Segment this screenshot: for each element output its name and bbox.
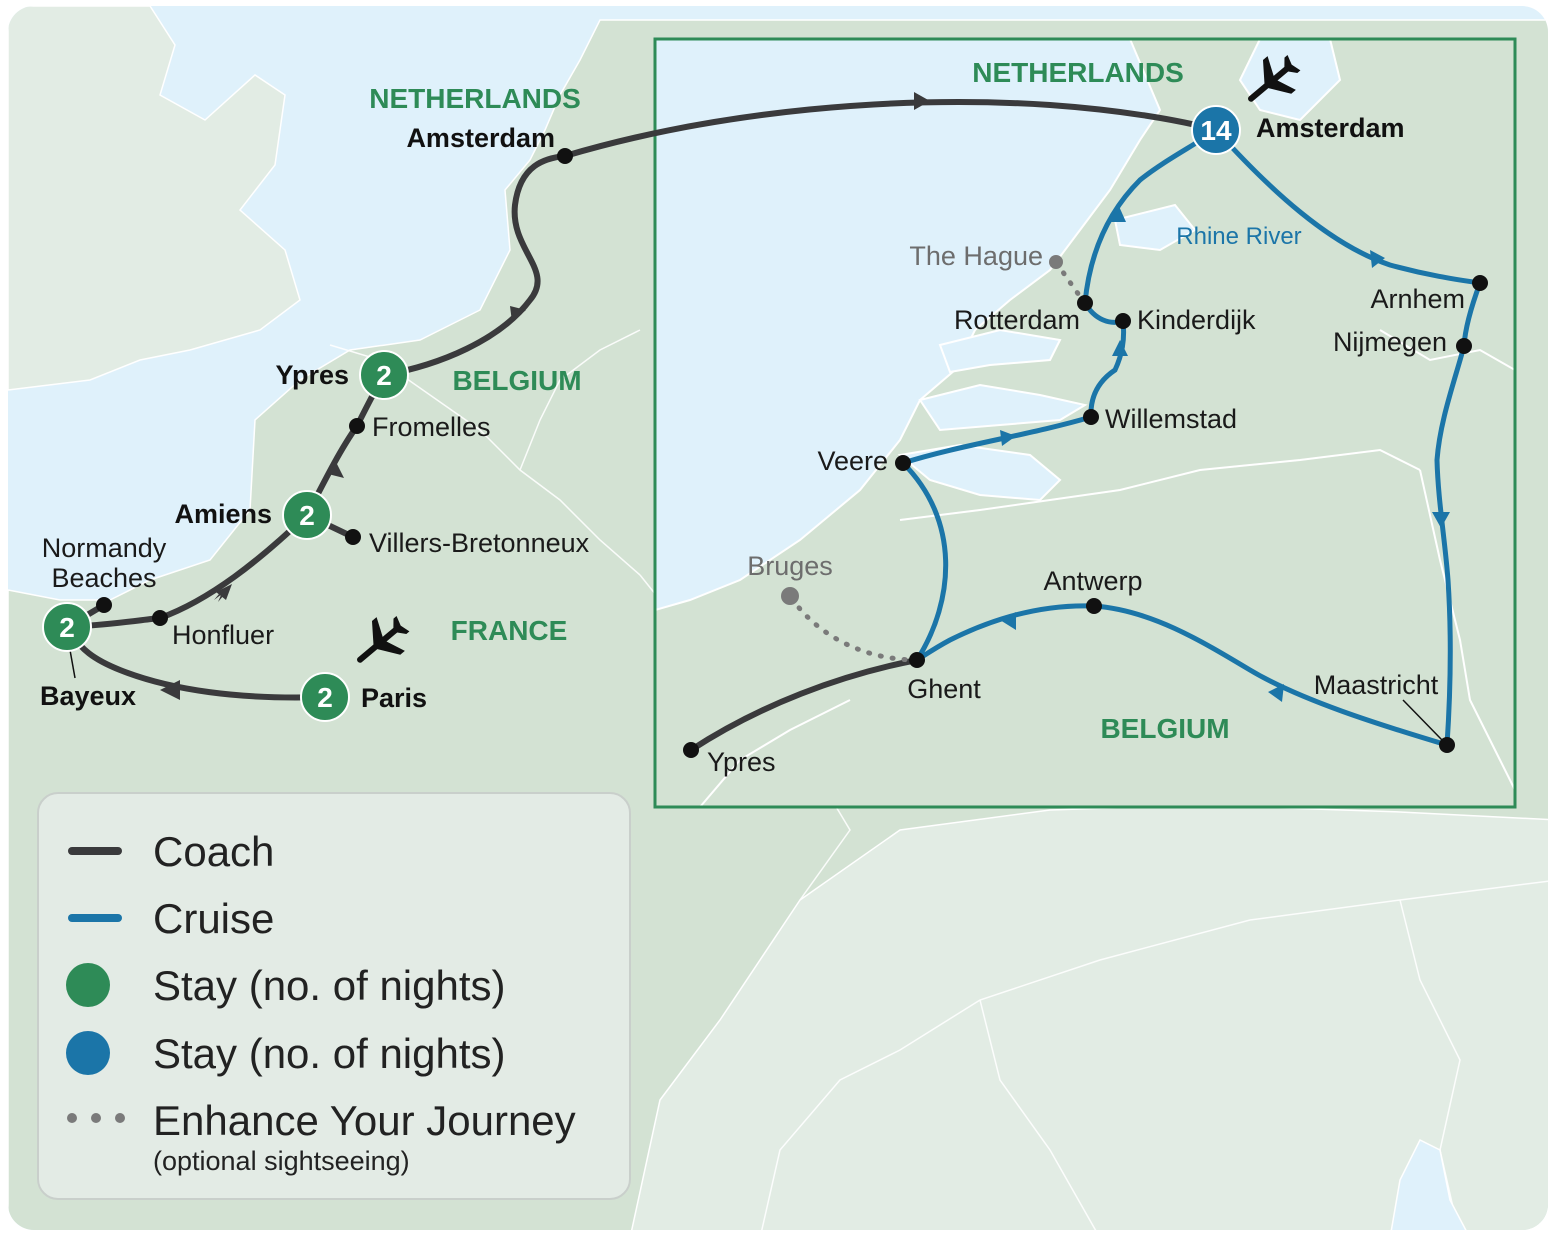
legend-sub-optional: (optional sightseeing)	[153, 1146, 410, 1176]
coach-route-ypres-amsterdam	[381, 153, 568, 378]
inset-country-label-belgium: BELGIUM	[1100, 713, 1229, 744]
inset-place-label-antwerp: Antwerp	[1043, 566, 1142, 596]
stop-dot-ypres-inset	[683, 742, 699, 758]
stay-badge-ypres: 2	[359, 350, 409, 400]
stay-badge-paris: 2	[300, 672, 350, 722]
stop-dot-honfluer	[152, 610, 168, 626]
inset-place-label-ypres: Ypres	[707, 747, 776, 777]
stop-dot-antwerp	[1086, 598, 1102, 614]
southern-europe-land	[629, 804, 1548, 1230]
stay-count: 2	[376, 360, 392, 391]
cruise-arrows	[1000, 204, 1450, 702]
stop-dot-nijmegen	[1456, 338, 1472, 354]
stop-dot-arnhem	[1472, 275, 1488, 291]
place-label-honfluer: Honfluer	[172, 620, 274, 650]
inset-country-label-netherlands: NETHERLANDS	[972, 57, 1184, 88]
inset-place-label-willemstad: Willemstad	[1105, 404, 1237, 434]
place-label-amiens: Amiens	[174, 499, 272, 529]
place-label-normandy: Normandy	[42, 533, 167, 563]
legend-label-cruise: Cruise	[153, 895, 274, 942]
blue-stay-dot-icon	[66, 1031, 110, 1075]
stop-dot-amsterdam	[557, 148, 573, 164]
country-label-netherlands: NETHERLANDS	[369, 83, 581, 114]
country-label-france: FRANCE	[451, 615, 568, 646]
stay-badge-amiens: 2	[282, 490, 332, 540]
inset-land	[655, 39, 1515, 807]
river-label-rhine: Rhine River	[1176, 223, 1301, 250]
dotted-line-icon	[67, 1113, 125, 1123]
coach-route-bayeux-amiens	[64, 512, 310, 630]
place-label-ypres: Ypres	[275, 360, 349, 390]
stay-count: 14	[1200, 115, 1232, 146]
inset-place-label-bruges: Bruges	[747, 551, 833, 581]
stop-dot-ghent	[909, 652, 925, 668]
stop-dot-rotterdam	[1077, 295, 1093, 311]
inset-place-label-rotterdam: Rotterdam	[954, 305, 1080, 335]
stop-dot-villers	[345, 529, 361, 545]
inset-borders	[699, 329, 1515, 807]
place-label-fromelles: Fromelles	[372, 412, 491, 442]
stop-dot-bruges	[781, 587, 799, 605]
place-label-beaches: Beaches	[51, 563, 156, 593]
inset-place-label-amsterdam: Amsterdam	[1256, 113, 1405, 143]
stay-count: 2	[299, 500, 315, 531]
stop-dot-willemstad	[1083, 409, 1099, 425]
place-label-amsterdam: Amsterdam	[406, 123, 555, 153]
inset-place-label-nijmegen: Nijmegen	[1333, 327, 1447, 357]
place-label-villers: Villers-Bretonneux	[369, 528, 590, 558]
airplane-icon	[1248, 55, 1301, 102]
stay-count: 2	[317, 682, 333, 713]
british-isles-land	[8, 6, 301, 391]
stop-dot-kinderdijk	[1115, 313, 1131, 329]
stop-dot-normandy	[96, 597, 112, 613]
bayeux-leader-line	[69, 649, 76, 679]
stay-badge-amsterdam-inset: 14	[1191, 105, 1241, 155]
inset-place-label-ghent: Ghent	[907, 674, 981, 704]
maastricht-leader-line	[1402, 699, 1443, 741]
inset-border	[653, 37, 1517, 809]
place-label-bayeux: Bayeux	[40, 681, 136, 711]
coach-route-to-inset-amsterdam	[562, 99, 1219, 159]
green-stay-dot-icon	[66, 963, 110, 1007]
stop-dot-veere	[895, 455, 911, 471]
inset-map	[653, 37, 1517, 809]
stay-count: 2	[59, 612, 75, 643]
stop-dot-maastricht	[1439, 737, 1455, 753]
enhance-dots	[781, 255, 1063, 605]
enhance-route-bruges	[787, 593, 920, 663]
legend-label-coach: Coach	[153, 828, 274, 875]
stay-badge-bayeux: 2	[42, 602, 92, 652]
legend-box	[37, 792, 631, 1200]
legend-label-enhance: Enhance Your Journey	[153, 1097, 576, 1144]
country-label-belgium: BELGIUM	[452, 365, 581, 396]
legend-label-stay-blue: Stay (no. of nights)	[153, 1030, 506, 1077]
place-label-paris: Paris	[361, 683, 427, 713]
inset-place-label-kinderdijk: Kinderdijk	[1137, 305, 1256, 335]
coach-route-paris-bayeux	[64, 624, 328, 701]
inset-place-label-veere: Veere	[817, 446, 888, 476]
airplane-icon	[357, 616, 410, 663]
inset-place-label-arnhem: Arnhem	[1370, 284, 1465, 314]
cruise-route-maastricht-ghent	[914, 603, 1450, 748]
coach-route-ghent-ypres	[688, 657, 920, 753]
legend: Coach Cruise Stay (no. of nights) Stay (…	[37, 792, 631, 1200]
stop-dot-the-hague	[1049, 255, 1063, 269]
legend-label-stay-green: Stay (no. of nights)	[153, 962, 506, 1009]
inset-stop-dots	[683, 275, 1488, 758]
cruise-route-ghent-amsterdam	[898, 127, 1219, 663]
coach-arrows	[160, 92, 930, 700]
inset-estuaries	[897, 203, 1197, 502]
stop-dot-fromelles	[349, 418, 365, 434]
inset-place-label-maastricht: Maastricht	[1314, 670, 1439, 700]
inset-place-label-the-hague: The Hague	[909, 241, 1043, 271]
adriatic-water	[1389, 1138, 1472, 1230]
main-stop-dots	[96, 148, 573, 626]
